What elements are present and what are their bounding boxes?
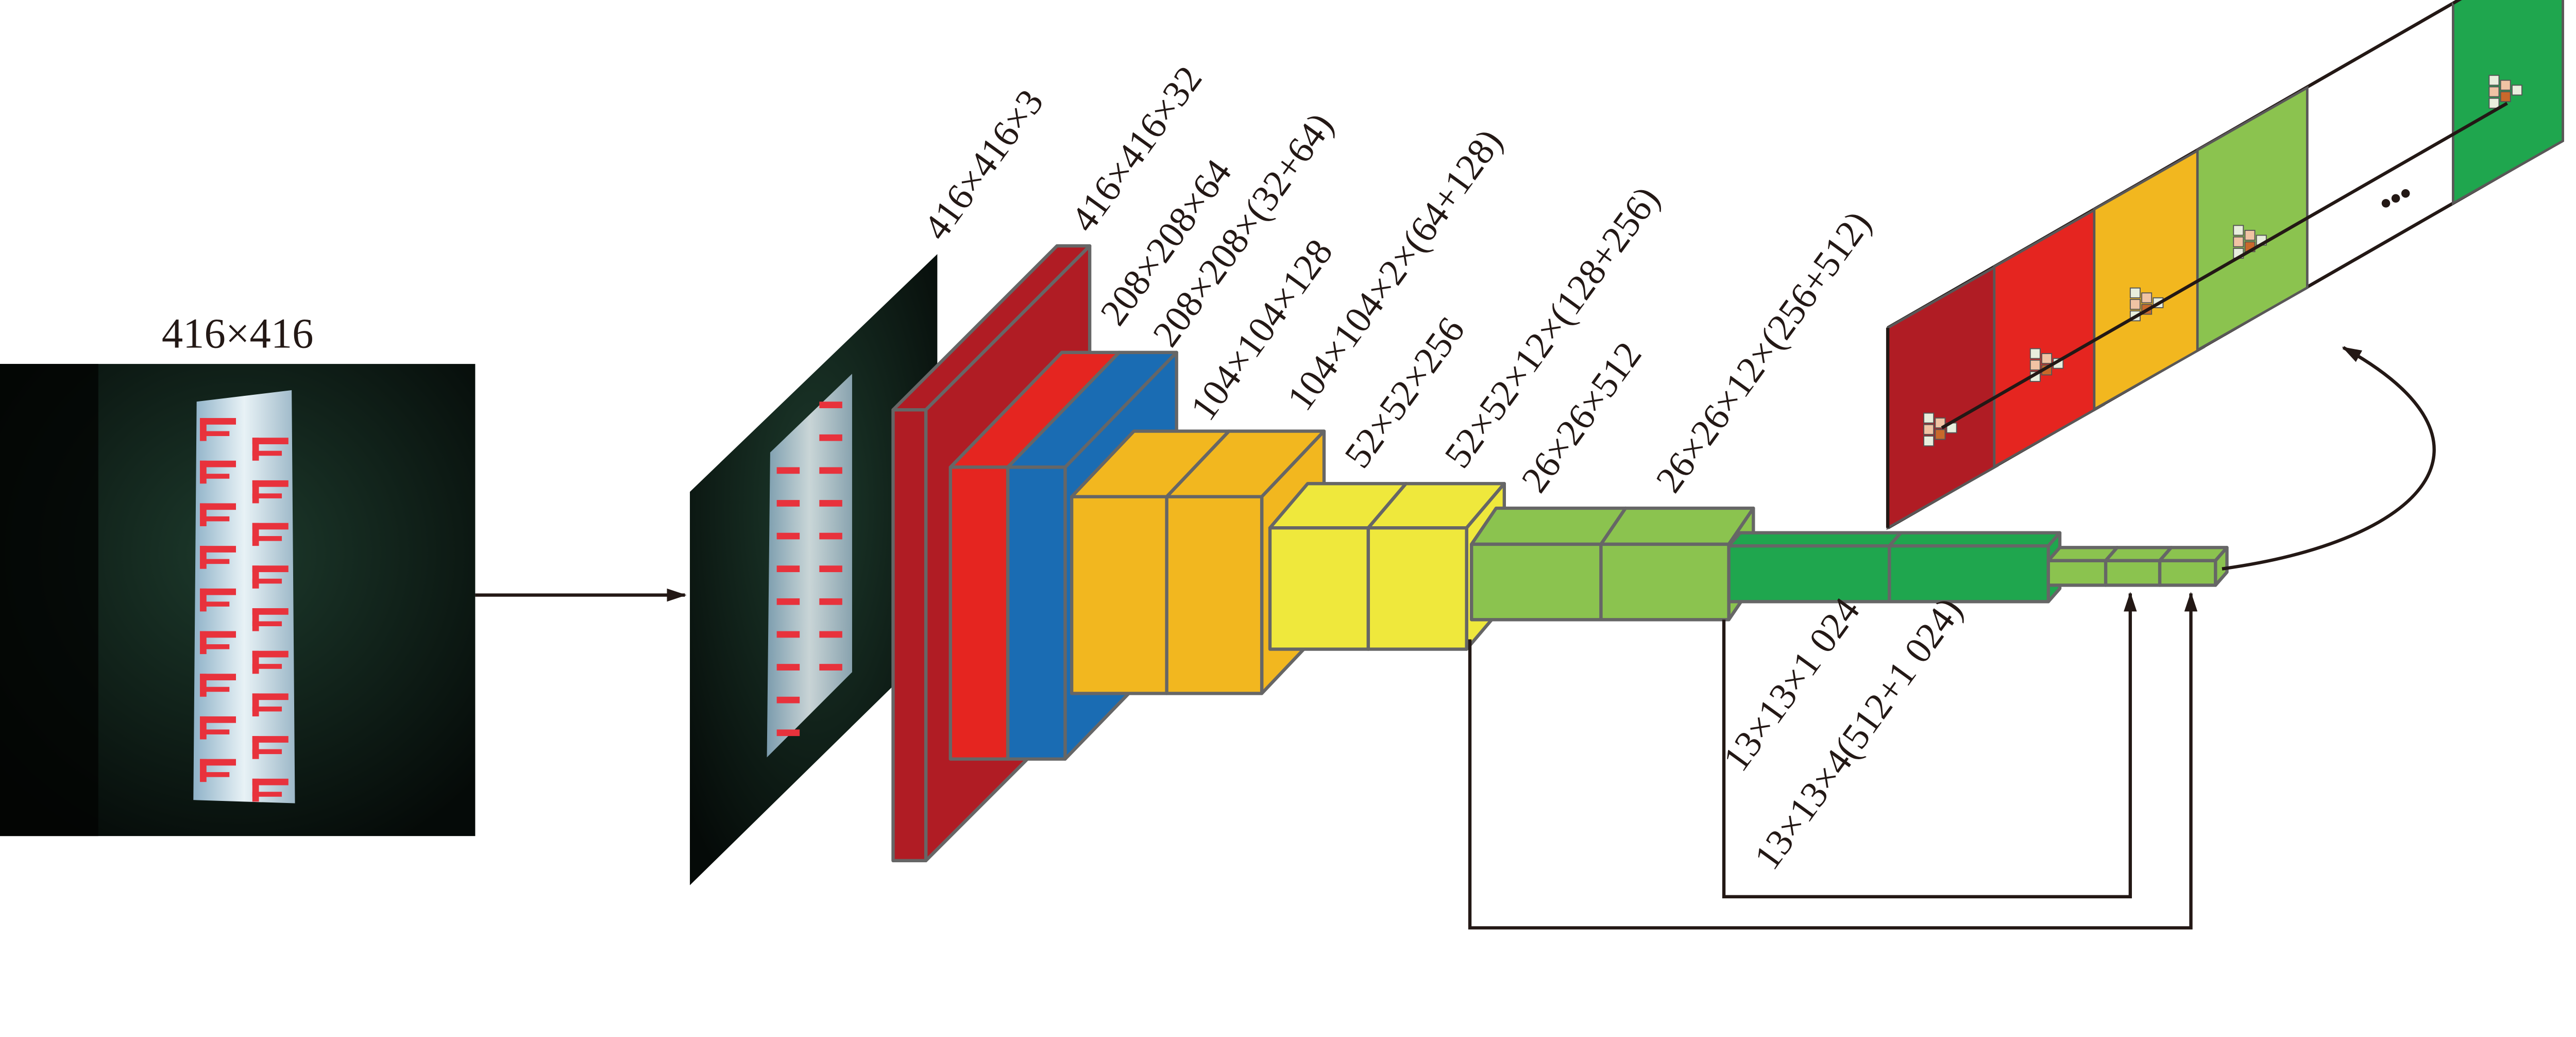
gauge-mark xyxy=(200,546,236,553)
gauge-mark xyxy=(200,588,236,595)
gauge-mark xyxy=(200,460,236,467)
layer-output-13-c xyxy=(2158,546,2229,587)
gauge-mark xyxy=(776,631,800,638)
skip-connection-52 xyxy=(1468,592,2198,930)
gauge-mark xyxy=(776,565,800,573)
ellipsis-dot xyxy=(2391,194,2400,203)
gauge-mark xyxy=(776,467,800,474)
gauge-mark xyxy=(819,631,842,638)
input-image xyxy=(0,364,476,837)
output-grid-frame xyxy=(1993,202,2106,469)
output-curve-arrow xyxy=(2222,346,2436,571)
gauge-mark xyxy=(776,729,800,737)
gauge-mark xyxy=(776,598,800,605)
gauge-mark xyxy=(819,664,842,671)
gauge-mark xyxy=(776,664,800,671)
skewed-input-image xyxy=(690,254,938,885)
gauge-mark xyxy=(819,402,842,408)
gauge-mark xyxy=(200,418,236,425)
layer-size-label: 26×26×12×(256+512) xyxy=(1648,203,1879,500)
layer-size-label: 416×416×3 xyxy=(915,82,1051,247)
gauge-mark xyxy=(200,674,236,680)
output-grid-frame xyxy=(2093,145,2206,412)
gauge-mark xyxy=(776,500,800,507)
ellipsis-dot xyxy=(2401,189,2410,198)
gauge-mark xyxy=(200,716,236,723)
input-size-label: 416×416 xyxy=(162,309,314,357)
output-grid-frame xyxy=(1886,263,1999,530)
gauge-mark xyxy=(819,598,842,605)
gauge-mark xyxy=(776,532,800,540)
output-prediction-volume xyxy=(1886,0,2564,530)
gauge-mark xyxy=(819,467,842,474)
gauge-mark xyxy=(819,434,842,441)
gauge-mark xyxy=(819,500,842,507)
skip-connection-26 xyxy=(1722,592,2137,898)
gauge-mark xyxy=(776,696,800,704)
gauge-mark xyxy=(819,565,842,573)
ellipsis-dot xyxy=(2381,199,2391,208)
gauge-mark xyxy=(200,631,236,638)
output-grid-frame xyxy=(2452,0,2564,206)
output-grid-frame xyxy=(2196,86,2309,353)
gauge-mark xyxy=(200,503,236,510)
gauge-mark xyxy=(200,759,236,766)
layer-conv-13-b xyxy=(1888,531,2062,604)
gauge-mark xyxy=(819,532,842,540)
layer-conv-13-a xyxy=(1727,531,1903,604)
